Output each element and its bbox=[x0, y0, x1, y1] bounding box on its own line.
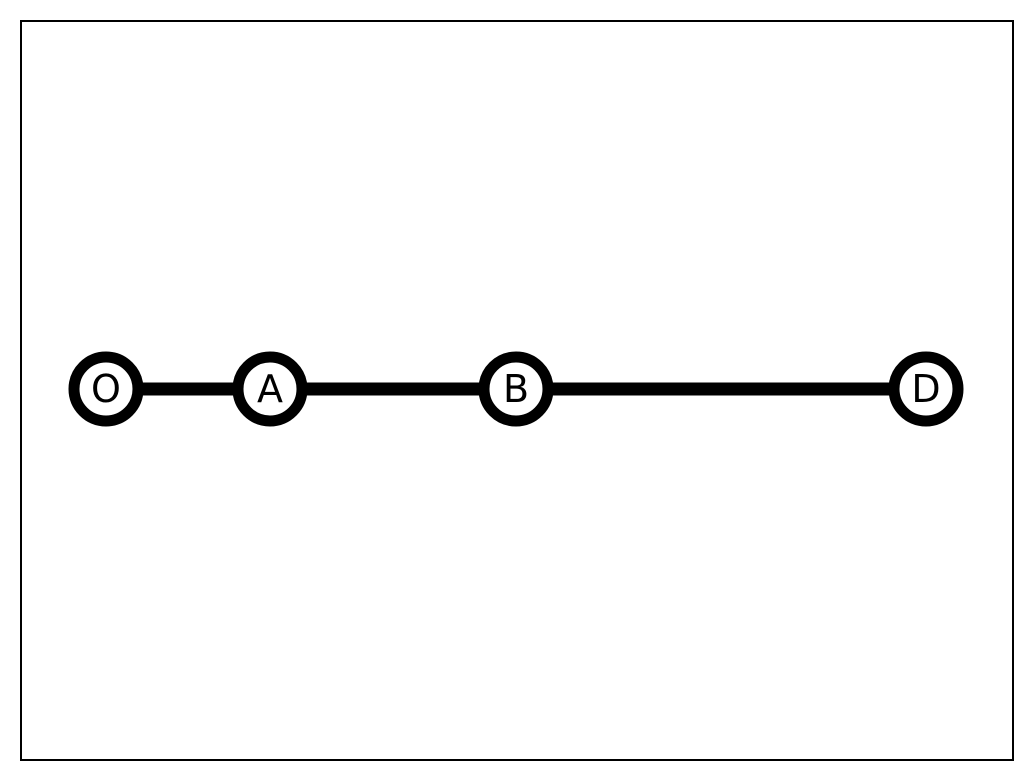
node-circle bbox=[478, 351, 554, 427]
node-label: A bbox=[257, 367, 283, 411]
node-label: B bbox=[503, 367, 529, 411]
node-o: O bbox=[68, 351, 144, 427]
node-d: D bbox=[888, 351, 964, 427]
node-label: O bbox=[91, 367, 121, 411]
node-circle bbox=[68, 351, 144, 427]
node-a: A bbox=[232, 351, 308, 427]
node-label: D bbox=[911, 367, 940, 411]
node-circle bbox=[888, 351, 964, 427]
node-b: B bbox=[478, 351, 554, 427]
node-circle bbox=[232, 351, 308, 427]
